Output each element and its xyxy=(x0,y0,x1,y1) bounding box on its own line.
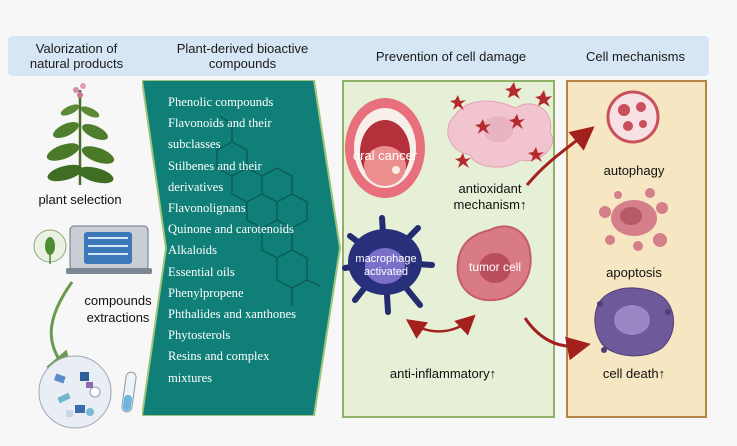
ros-star-icons xyxy=(450,82,552,168)
autophagy-icon xyxy=(606,90,660,144)
compounds-extractions-label: compounds extractions xyxy=(68,292,168,326)
macrophage-label: macrophage activated xyxy=(348,253,424,279)
extractor-icon xyxy=(66,225,152,274)
compound-item: Quinone and carotenoids xyxy=(168,222,294,237)
plant-selection-label: plant selection xyxy=(38,192,122,207)
arrow-inflammatory xyxy=(405,314,476,339)
leaf-circle-icon xyxy=(33,229,67,264)
arrow-to-cell-death xyxy=(523,317,591,361)
cell-death-label: cell death↑ xyxy=(602,366,666,381)
compound-list: Phenolic compounds Flavonoids and their … xyxy=(168,92,296,389)
header-prevention: Prevention of cell damage xyxy=(340,36,562,76)
macrophage-line2: activated xyxy=(363,266,409,278)
oxidative-cell-icon xyxy=(447,100,554,168)
header-cell-mechanisms-text: Cell mechanisms xyxy=(586,48,685,64)
compound-item: Phenolic compounds xyxy=(168,95,274,109)
compound-item: Flavonolignans xyxy=(168,201,246,216)
oral-cancer-icon xyxy=(345,98,425,198)
tumor-cell-icon xyxy=(456,225,532,302)
compound-item: Essential oils xyxy=(168,264,235,279)
compound-item: Flavonoids and their xyxy=(168,116,272,131)
compound-item: Phytosterols xyxy=(168,328,231,343)
header-cell-mechanisms: Cell mechanisms xyxy=(562,36,709,76)
cell-death-icon xyxy=(594,287,674,357)
antioxidant-line1: antioxidant xyxy=(458,181,522,196)
compound-item: Alkaloids xyxy=(168,243,217,258)
compound-item: Phenylpropene xyxy=(168,285,244,300)
compounds-extractions-line2: extractions xyxy=(86,310,150,325)
compound-item: subclasses xyxy=(168,137,221,152)
macrophage-line1: macrophage xyxy=(355,253,417,265)
compound-item: Resins and complex xyxy=(168,349,270,364)
macrophage-icon xyxy=(342,215,435,315)
compounds-arrow xyxy=(142,80,342,416)
anti-inflammatory-label: anti-inflammatory↑ xyxy=(389,366,497,381)
header-prevention-text: Prevention of cell damage xyxy=(375,48,527,64)
apoptosis-label: apoptosis xyxy=(606,265,662,280)
antioxidant-line2: mechanism↑ xyxy=(453,197,527,212)
tumor-cell-label: tumor cell xyxy=(468,260,521,274)
apoptosis-icon xyxy=(599,188,668,251)
header-valorization-line2: natural products xyxy=(29,56,124,71)
antioxidant-label: antioxidant mechanism↑ xyxy=(440,181,540,213)
autophagy-label: autophagy xyxy=(603,163,665,178)
header-valorization-line1: Valorization of xyxy=(35,41,118,56)
arrow-to-autophagy xyxy=(525,126,595,186)
compounds-extractions-line1: compounds xyxy=(84,293,152,308)
oral-cancer-label: oral cancer xyxy=(352,148,418,163)
header-plant-derived-line1: Plant-derived bioactive xyxy=(176,41,309,56)
header-plant-derived-line2: compounds xyxy=(208,56,277,71)
compound-dish-icon xyxy=(38,355,112,429)
compound-item: mixtures xyxy=(168,370,213,385)
compound-item: derivatives xyxy=(168,179,224,194)
compound-item: Phthalides and xanthones xyxy=(168,307,297,322)
compound-item: Stilbenes and their xyxy=(168,158,262,173)
plant-icon xyxy=(46,83,115,185)
test-tube-icon xyxy=(121,371,137,413)
